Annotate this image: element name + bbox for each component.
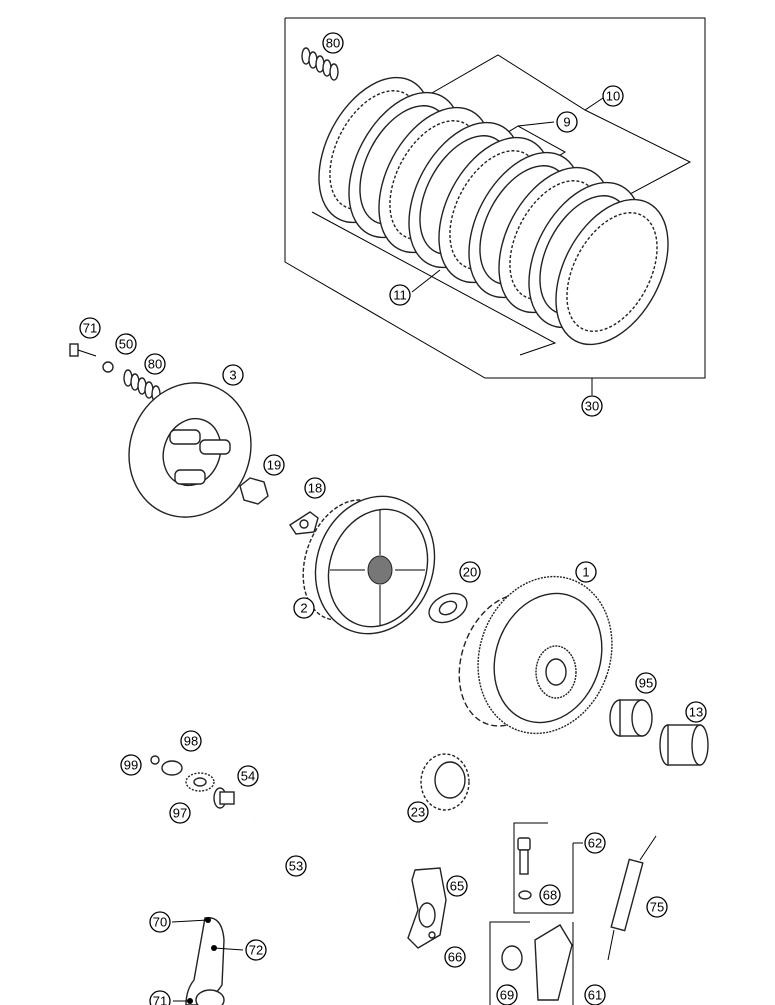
- callout-98: 98: [180, 730, 202, 752]
- svg-text:3: 3: [229, 368, 236, 383]
- bushing: [659, 724, 709, 766]
- svg-text:95: 95: [639, 676, 653, 691]
- callout-53: 53: [285, 855, 307, 877]
- callout-66: 66: [444, 946, 466, 968]
- callout-68: 68: [539, 884, 561, 906]
- callout-80-mid: 80: [144, 353, 166, 375]
- svg-text:18: 18: [308, 481, 322, 496]
- svg-text:53: 53: [289, 859, 303, 874]
- callout-1: 1: [575, 561, 597, 583]
- svg-text:97: 97: [173, 806, 187, 821]
- clutch-spring-top: [301, 47, 339, 81]
- callout-30: 30: [581, 395, 603, 417]
- outer-clutch-basket: [458, 575, 613, 735]
- svg-text:80: 80: [326, 36, 340, 51]
- clutch-plate-stack: [318, 76, 669, 346]
- callout-11: 11: [389, 284, 411, 306]
- callout-20: 20: [459, 561, 481, 583]
- slave-cylinder: [489, 921, 574, 1005]
- washer: [102, 361, 114, 373]
- callout-71-bottom: 71: [149, 990, 171, 1005]
- svg-text:70: 70: [153, 915, 167, 930]
- callout-54: 54: [237, 765, 259, 787]
- svg-text:68: 68: [543, 888, 557, 903]
- callout-10: 10: [602, 85, 624, 107]
- svg-text:72: 72: [249, 943, 263, 958]
- primary-gear: [420, 753, 470, 811]
- release-lever: [171, 916, 244, 1005]
- svg-text:62: 62: [588, 836, 602, 851]
- circlip: [150, 755, 160, 765]
- clutch-kit-frame: [284, 17, 706, 395]
- callout-9: 9: [556, 111, 578, 133]
- svg-text:50: 50: [119, 337, 133, 352]
- svg-text:54: 54: [241, 769, 255, 784]
- callout-99: 99: [120, 754, 142, 776]
- ball: [428, 931, 436, 939]
- svg-text:30: 30: [585, 399, 599, 414]
- svg-text:65: 65: [450, 879, 464, 894]
- svg-text:75: 75: [650, 900, 664, 915]
- clutch-nut: [239, 477, 269, 505]
- callout-75: 75: [646, 896, 668, 918]
- bleeder-kit: [513, 822, 583, 914]
- svg-text:98: 98: [184, 734, 198, 749]
- clutch-plate: [555, 198, 669, 346]
- needle-bearing: [609, 699, 653, 737]
- svg-text:13: 13: [689, 705, 703, 720]
- svg-text:99: 99: [124, 758, 138, 773]
- svg-text:1: 1: [582, 565, 589, 580]
- gasket: [407, 867, 447, 949]
- svg-text:23: 23: [411, 805, 425, 820]
- callout-23: 23: [407, 801, 429, 823]
- svg-text:19: 19: [267, 458, 281, 473]
- clutch-bolt: [69, 343, 97, 357]
- svg-text:9: 9: [563, 115, 570, 130]
- callout-18: 18: [304, 477, 326, 499]
- clutch-spring: [123, 369, 161, 403]
- svg-text:69: 69: [500, 988, 514, 1003]
- grease-syringe: [607, 835, 657, 961]
- push-rod: [253, 816, 399, 900]
- callout-69: 69: [496, 984, 518, 1005]
- callout-50: 50: [115, 333, 137, 355]
- thrust-washer: [428, 592, 468, 624]
- callout-97: 97: [169, 802, 191, 824]
- callout-19: 19: [263, 454, 285, 476]
- shim-washer: [161, 760, 183, 776]
- push-rod-head: [213, 787, 235, 809]
- svg-text:71: 71: [153, 994, 167, 1005]
- svg-text:71: 71: [83, 321, 97, 336]
- svg-text:10: 10: [606, 89, 620, 104]
- inner-clutch-hub: [302, 495, 436, 635]
- callout-72: 72: [245, 939, 267, 961]
- svg-text:61: 61: [588, 988, 602, 1003]
- callout-71-top: 71: [79, 317, 101, 339]
- callout-2: 2: [293, 597, 315, 619]
- lock-washer: [289, 511, 319, 535]
- svg-text:66: 66: [448, 950, 462, 965]
- callout-13: 13: [685, 701, 707, 723]
- callout-80-top: 80: [322, 32, 344, 54]
- svg-text:11: 11: [393, 288, 407, 303]
- callout-65: 65: [446, 875, 468, 897]
- callout-61: 61: [584, 984, 606, 1005]
- callout-3: 3: [222, 364, 244, 386]
- callout-62: 62: [584, 832, 606, 854]
- callout-95: 95: [635, 672, 657, 694]
- pressure-cap: [128, 382, 252, 518]
- svg-text:80: 80: [148, 357, 162, 372]
- callout-70: 70: [149, 911, 171, 933]
- svg-text:20: 20: [463, 565, 477, 580]
- svg-text:2: 2: [300, 601, 307, 616]
- axial-bearing: [185, 772, 215, 792]
